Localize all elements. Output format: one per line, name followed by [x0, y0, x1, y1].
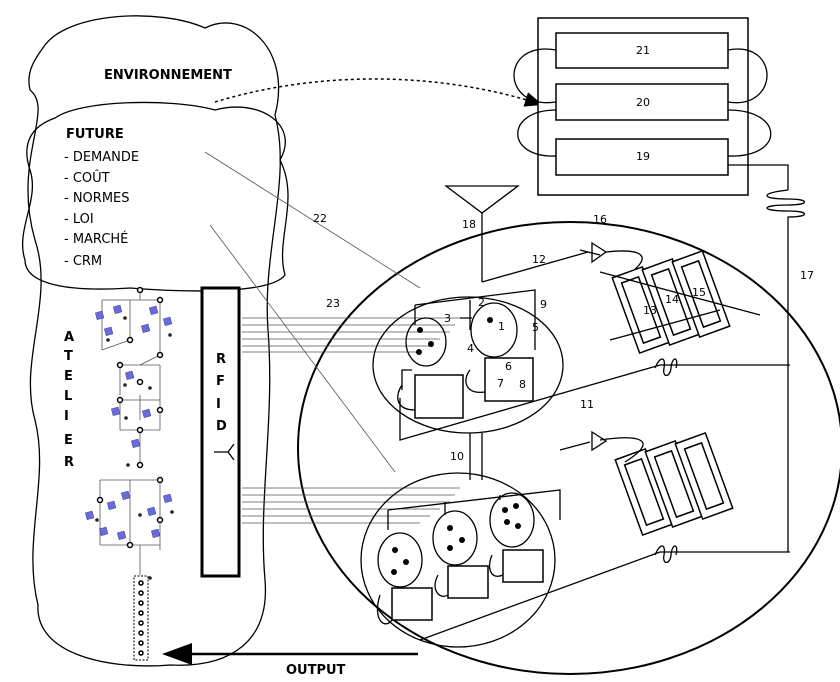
lower-cell-ellipse-a — [377, 532, 423, 588]
label-18: 18 — [462, 218, 476, 231]
label-5: 5 — [532, 321, 539, 334]
environment-feed-arrow — [214, 78, 543, 107]
future-title: FUTURE — [66, 127, 124, 142]
upper-battery-stack — [599, 249, 761, 355]
lower-cell-box-a — [391, 587, 433, 621]
lower-cell-box-b — [447, 565, 489, 599]
svg-text:E: E — [64, 369, 73, 384]
label-17: 17 — [800, 269, 814, 282]
svg-text:R: R — [64, 455, 74, 470]
svg-text:I: I — [216, 397, 221, 412]
future-cloud — [21, 101, 289, 292]
label-23: 23 — [326, 297, 340, 310]
future-item-marche: - MARCHÉ — [64, 231, 128, 247]
svg-text:E: E — [64, 433, 73, 448]
atelier-network — [85, 286, 174, 580]
environment-cloud — [27, 15, 281, 667]
label-2: 2 — [478, 296, 485, 309]
svg-text:F: F — [216, 374, 225, 389]
svg-text:T: T — [64, 349, 73, 364]
environment-title: ENVIRONNEMENT — [104, 68, 232, 83]
future-item-loi: - LOI — [64, 212, 94, 227]
rfid-label: R F I D — [216, 352, 227, 434]
label-11: 11 — [580, 398, 594, 411]
svg-text:I: I — [64, 409, 69, 424]
label-16: 16 — [593, 213, 607, 226]
svg-text:A: A — [64, 330, 74, 345]
future-item-crm: - CRM — [64, 254, 102, 269]
future-item-demande: - DEMANDE — [64, 150, 139, 165]
label-6: 6 — [505, 360, 512, 373]
rfid-box — [200, 286, 241, 578]
system-box-20-label: 20 — [636, 96, 650, 109]
lower-cell-ellipse-c — [489, 492, 535, 548]
spring-lower-icon — [654, 545, 678, 564]
upper-cell-ellipse-a — [405, 317, 447, 367]
output-arrowhead-icon — [162, 643, 192, 665]
upper-cell-ellipse-b — [470, 302, 518, 358]
upper-cell-box-a — [414, 374, 464, 419]
upper-flow-arrow-icon — [591, 241, 608, 264]
label-1: 1 — [498, 320, 505, 333]
label-4: 4 — [467, 342, 474, 355]
antenna-18-icon — [444, 185, 520, 214]
future-item-normes: - NORMES — [64, 191, 130, 206]
stock-column — [133, 575, 149, 661]
system-box-19-label: 19 — [636, 150, 650, 163]
upper-cell-box-b — [484, 357, 534, 402]
label-3: 3 — [444, 312, 451, 325]
label-15: 15 — [692, 286, 706, 299]
future-item-cout: - COÛT — [64, 170, 110, 186]
svg-text:L: L — [64, 389, 72, 404]
system-box-21-label: 21 — [636, 44, 650, 57]
lower-flow-arrow-icon — [591, 430, 608, 452]
label-12: 12 — [532, 253, 546, 266]
lower-cell-box-c — [502, 549, 544, 583]
upper-cell-ellipse — [372, 296, 564, 434]
lower-cell-ellipse-b — [432, 510, 478, 566]
output-label: OUTPUT — [286, 663, 346, 678]
enterprise-ellipse — [297, 221, 840, 675]
lower-cell-ellipse — [360, 472, 556, 648]
spring-coil-icon — [766, 189, 806, 230]
system-box-19 — [555, 138, 729, 176]
rfid-antenna-icon — [214, 443, 235, 461]
svg-text:R: R — [216, 352, 226, 367]
svg-text:D: D — [216, 419, 227, 434]
label-13: 13 — [643, 304, 657, 317]
atelier-label: A T E L I E R — [64, 330, 74, 470]
label-8: 8 — [519, 378, 526, 391]
system-box-21 — [555, 32, 729, 69]
spring-11-icon — [654, 358, 678, 377]
label-14: 14 — [665, 293, 679, 306]
label-22: 22 — [313, 212, 327, 225]
label-7: 7 — [497, 377, 504, 390]
label-9: 9 — [540, 298, 547, 311]
label-10: 10 — [450, 450, 464, 463]
lower-battery-stack — [614, 431, 734, 537]
